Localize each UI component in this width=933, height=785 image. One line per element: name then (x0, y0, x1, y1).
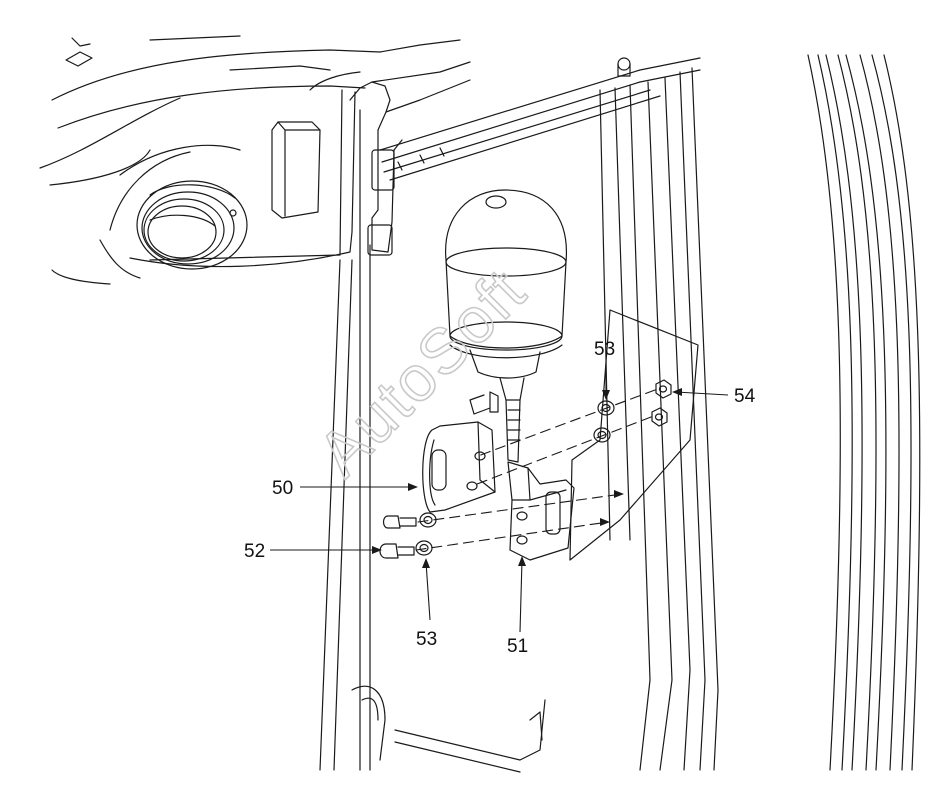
washer-rear-lower (593, 427, 611, 443)
door-plate (569, 309, 699, 561)
control-box (271, 121, 321, 219)
arrowhead-53-lower (422, 558, 430, 568)
assembly-axis-lines (415, 389, 656, 551)
nut-upper (655, 379, 672, 399)
right-glass-edge (807, 54, 921, 771)
arrowhead-50 (408, 483, 418, 491)
callout-53-upper: 53 (594, 339, 615, 360)
beacon-light (445, 189, 568, 463)
cab-roof (39, 35, 461, 285)
callout-51: 51 (507, 636, 528, 657)
arrowhead-53-upper (602, 390, 610, 400)
cab-pillar (319, 61, 471, 771)
callout-50: 50 (272, 478, 293, 499)
callout-53-lower: 53 (416, 629, 437, 650)
assembly-axis-arrows (600, 490, 624, 526)
washer-rear-upper (597, 400, 615, 416)
work-light (136, 180, 248, 270)
leader-54 (675, 391, 729, 396)
bracket-51 (507, 461, 575, 561)
leader-53-lower (425, 561, 431, 621)
bolt-upper (382, 515, 417, 529)
arrowhead-51 (518, 556, 526, 566)
washer-front-lower (415, 540, 433, 556)
arrowhead-54 (672, 388, 682, 396)
arrowhead-52 (372, 546, 382, 554)
bolt-lower (379, 543, 415, 559)
top-rail (379, 57, 701, 181)
callout-54: 54 (734, 386, 756, 407)
door-frame (351, 67, 719, 773)
leader-51 (519, 559, 523, 633)
nut-lower (651, 407, 668, 427)
callout-52: 52 (244, 541, 265, 562)
bracket-50 (422, 421, 496, 513)
